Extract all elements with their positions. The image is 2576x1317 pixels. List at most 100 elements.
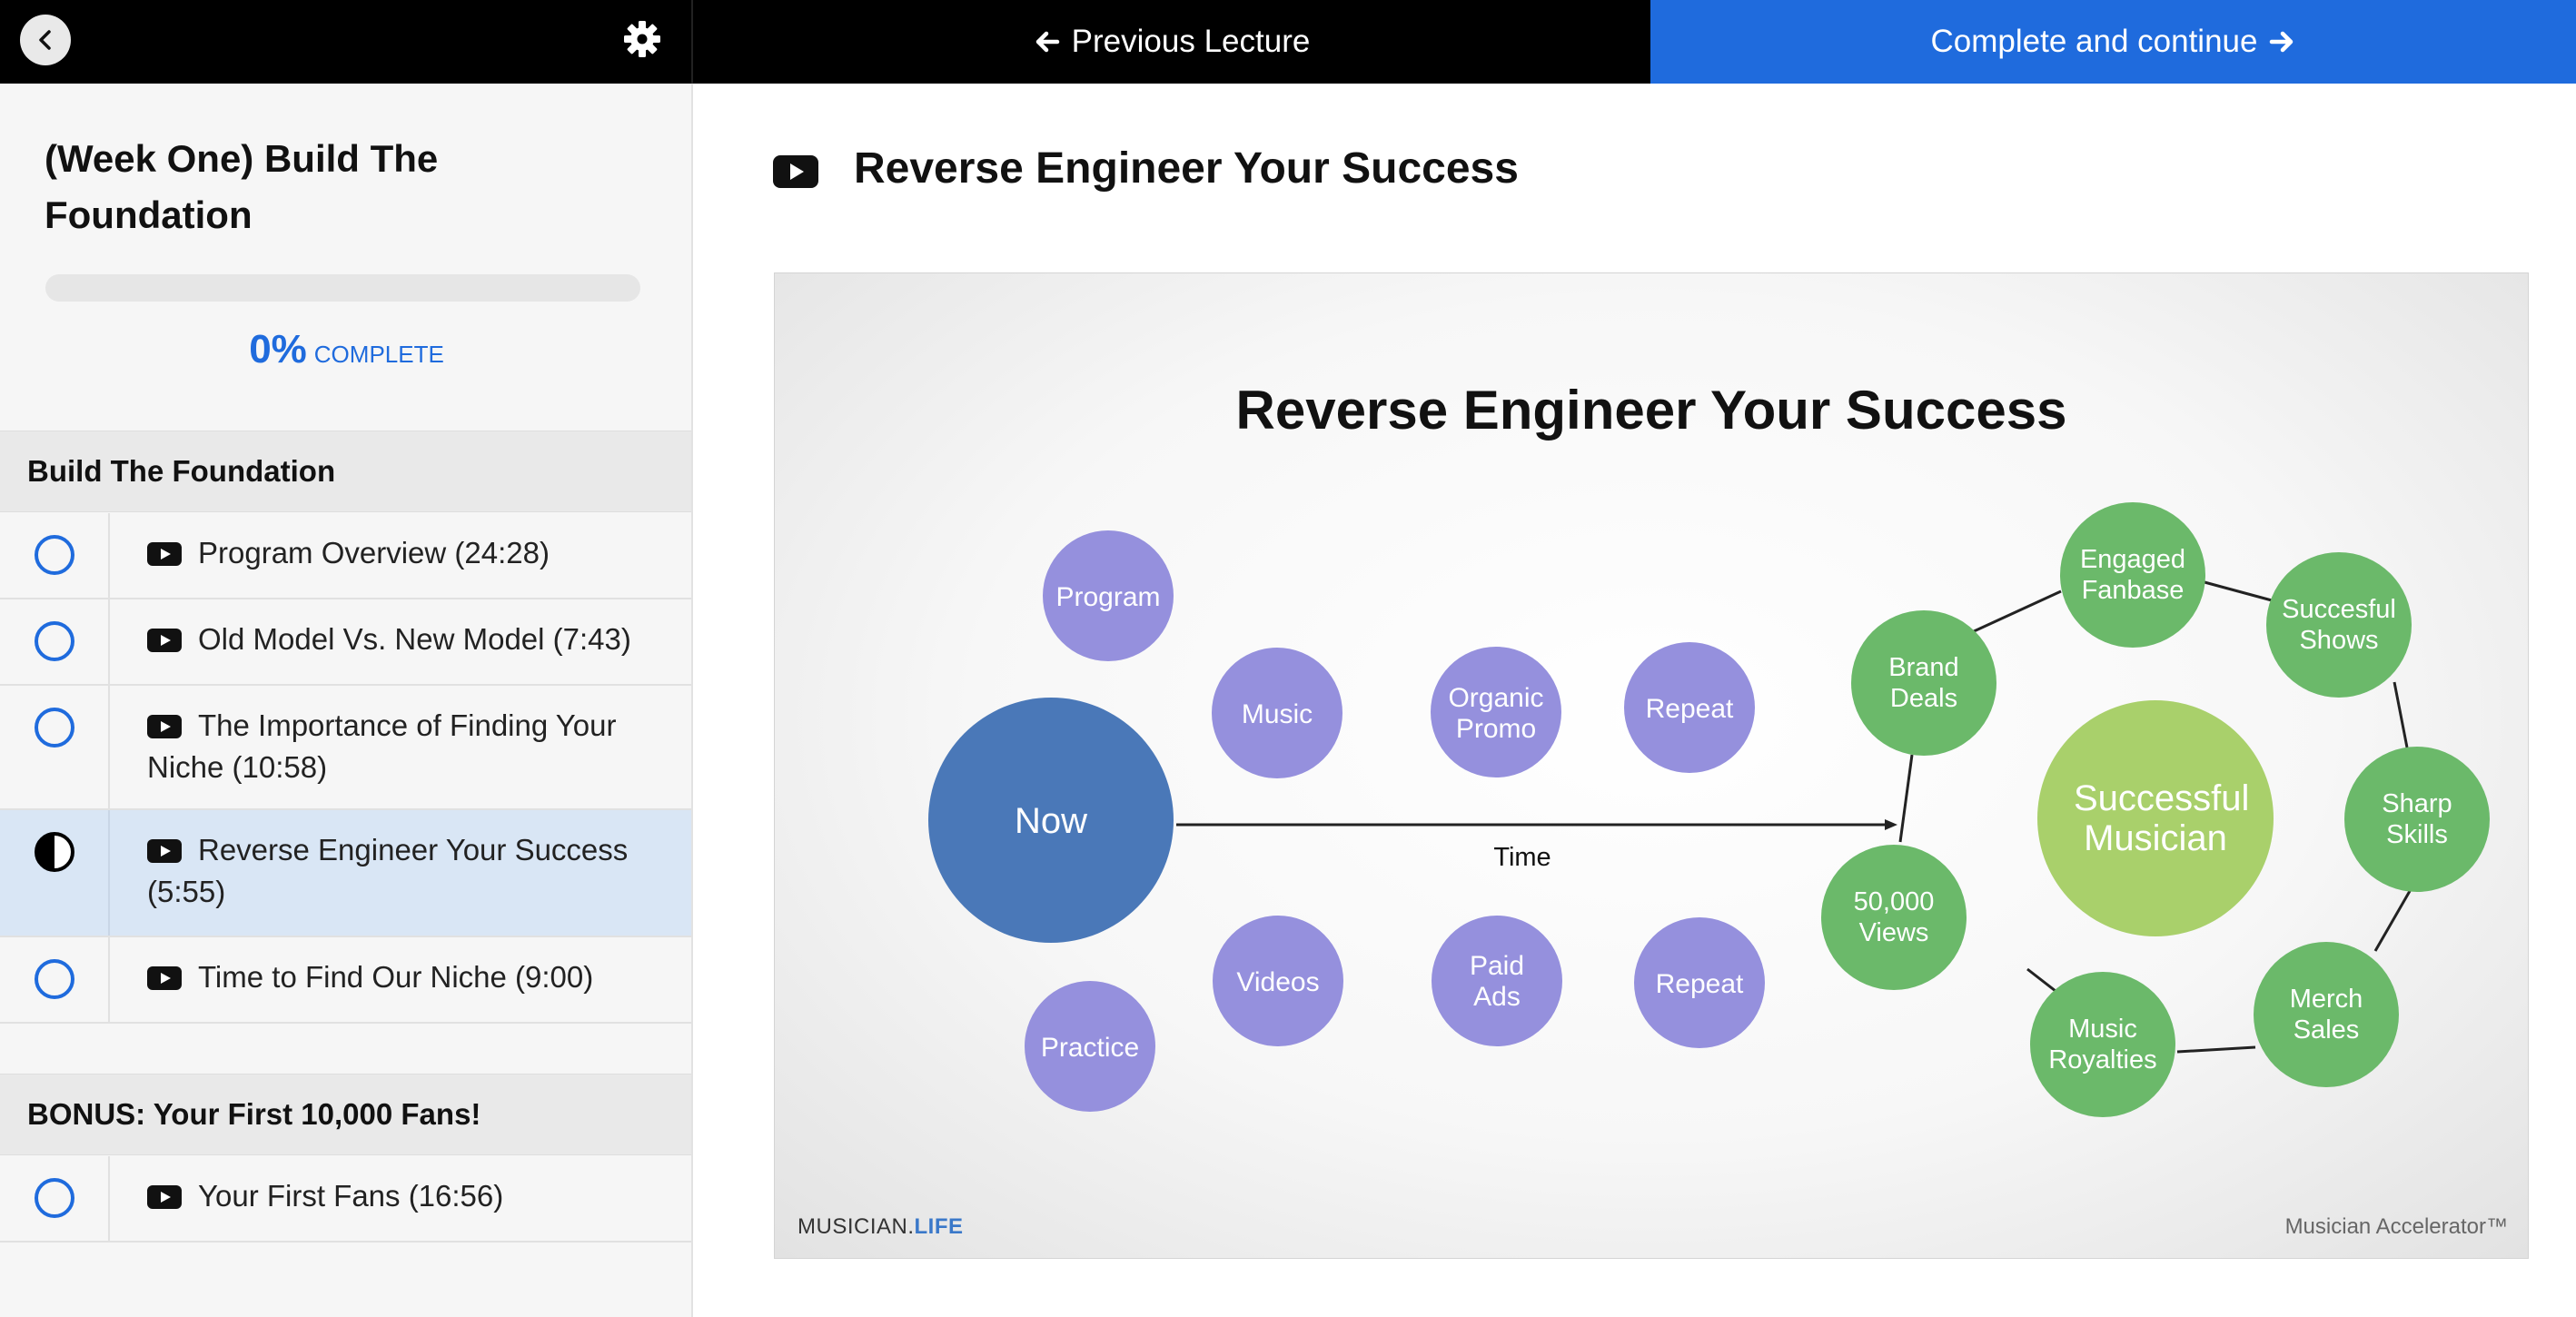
outcome-label-wrap: Succesful Shows bbox=[2282, 595, 2396, 655]
progress-text: 0%COMPLETE bbox=[0, 327, 693, 372]
lecture-label: Your First Fans (16:56) bbox=[147, 1175, 656, 1217]
activity-label-wrap: Organic Promo bbox=[1448, 683, 1544, 744]
outcome-label-wrap: Sharp Skills bbox=[2382, 789, 2452, 849]
activity-label: Paid Ads bbox=[1469, 951, 1525, 1012]
lecture-title: Old Model Vs. New Model (7:43) bbox=[198, 622, 631, 656]
lecture-title: The Importance of Finding Your Niche (10… bbox=[147, 708, 617, 784]
activity-label: Repeat bbox=[1646, 694, 1734, 724]
outcome-label: Engaged Fanbase bbox=[2079, 545, 2186, 605]
lecture-heading: Reverse Engineer Your Success bbox=[854, 144, 1519, 193]
lecture-title: Your First Fans (16:56) bbox=[198, 1179, 504, 1213]
video-icon bbox=[147, 1185, 182, 1209]
lecture-title: Time to Find Our Niche (9:00) bbox=[198, 960, 594, 994]
lecture-item-active[interactable]: Reverse Engineer Your Success (5:55) bbox=[0, 810, 691, 937]
lecture-status bbox=[0, 937, 110, 1022]
complete-and-continue-label: Complete and continue bbox=[1930, 24, 2258, 59]
course-sidebar: (Week One) Build The Foundation 0%COMPLE… bbox=[0, 84, 693, 1317]
logo-text-accent: LIFE bbox=[914, 1214, 964, 1239]
logo-text: MUSICIAN. bbox=[798, 1214, 915, 1239]
section-header: BONUS: Your First 10,000 Fans! bbox=[0, 1074, 691, 1155]
lecture-status bbox=[0, 686, 110, 808]
incomplete-circle-icon bbox=[35, 959, 74, 999]
activity-node-music bbox=[1212, 648, 1342, 778]
arrow-right-icon bbox=[2270, 31, 2294, 53]
activity-label: Repeat bbox=[1656, 969, 1744, 999]
lecture-item[interactable]: Your First Fans (16:56) bbox=[0, 1156, 691, 1243]
progress-label: COMPLETE bbox=[313, 341, 444, 368]
slide-diagram: Time Now Program Music Organic Promo Rep… bbox=[928, 502, 2490, 1117]
incomplete-circle-icon bbox=[35, 535, 74, 575]
outcome-node-brand-deals bbox=[1851, 610, 1996, 756]
lecture-label: Reverse Engineer Your Success (5:55) bbox=[147, 829, 656, 913]
outcome-label: Succesful Shows bbox=[2282, 595, 2396, 655]
activity-node-repeat-bottom bbox=[1634, 917, 1765, 1048]
lecture-item[interactable]: The Importance of Finding Your Niche (10… bbox=[0, 686, 691, 810]
outcome-node-sharp-skills bbox=[2344, 747, 2490, 892]
activity-node-repeat-top bbox=[1624, 642, 1755, 773]
successful-musician-node bbox=[2037, 700, 2274, 936]
incomplete-circle-icon bbox=[35, 708, 74, 748]
video-icon bbox=[147, 715, 182, 738]
lecture-label: Program Overview (24:28) bbox=[147, 532, 656, 574]
back-button[interactable] bbox=[20, 15, 71, 65]
outcome-nodes bbox=[1821, 502, 2490, 1117]
course-title: (Week One) Build The Foundation bbox=[45, 137, 439, 236]
section-header: Build The Foundation bbox=[0, 431, 691, 512]
lecture-title: Reverse Engineer Your Success (5:55) bbox=[147, 833, 629, 908]
lecture-status bbox=[0, 599, 110, 684]
outcome-label-wrap: 50,000 Views bbox=[1853, 887, 1935, 947]
arrow-left-icon bbox=[1035, 31, 1059, 53]
incomplete-circle-icon bbox=[35, 621, 74, 661]
activity-node-videos bbox=[1213, 916, 1343, 1046]
settings-button[interactable] bbox=[621, 18, 663, 60]
top-bar-left bbox=[0, 0, 693, 84]
outcome-node-succesful-shows bbox=[2266, 552, 2412, 698]
outcome-label: Merch Sales bbox=[2289, 985, 2363, 1045]
video-icon bbox=[147, 839, 182, 863]
lecture-item[interactable]: Old Model Vs. New Model (7:43) bbox=[0, 599, 691, 686]
musician-accelerator-mark: Musician Accelerator™ bbox=[2284, 1214, 2508, 1239]
center-label: Successful Musician bbox=[2074, 778, 2250, 858]
outcome-label: Brand Deals bbox=[1888, 653, 1959, 713]
activity-label: Organic Promo bbox=[1448, 683, 1544, 744]
outcome-label-wrap: Merch Sales bbox=[2289, 985, 2363, 1045]
center-label-wrap: Successful Musician bbox=[2074, 778, 2250, 858]
time-label: Time bbox=[1493, 843, 1551, 872]
time-arrow-head bbox=[1885, 819, 1897, 830]
previous-lecture-label: Previous Lecture bbox=[1071, 24, 1311, 59]
activity-node-organic-promo bbox=[1431, 647, 1561, 777]
gear-icon bbox=[624, 21, 660, 57]
incomplete-circle-icon bbox=[35, 1178, 74, 1218]
video-icon bbox=[147, 629, 182, 652]
lecture-label: The Importance of Finding Your Niche (10… bbox=[147, 705, 656, 788]
outcome-node-music-royalties bbox=[2030, 972, 2175, 1117]
outcome-node-engaged-fanbase bbox=[2060, 502, 2205, 648]
lecture-label: Old Model Vs. New Model (7:43) bbox=[147, 619, 656, 660]
activity-node-paid-ads bbox=[1432, 916, 1562, 1046]
now-node bbox=[928, 698, 1174, 943]
activity-label: Music bbox=[1242, 699, 1313, 729]
lecture-item[interactable]: Time to Find Our Niche (9:00) bbox=[0, 937, 691, 1024]
lecture-item[interactable]: Program Overview (24:28) bbox=[0, 513, 691, 599]
outcome-label: Music Royalties bbox=[2048, 1015, 2157, 1074]
lecture-label: Time to Find Our Niche (9:00) bbox=[147, 956, 656, 998]
outcome-label-wrap: Engaged Fanbase bbox=[2079, 545, 2186, 605]
video-icon bbox=[773, 155, 818, 188]
previous-lecture-button[interactable]: Previous Lecture bbox=[693, 0, 1650, 84]
lecture-title: Program Overview (24:28) bbox=[198, 536, 550, 569]
activity-label: Videos bbox=[1236, 967, 1319, 997]
half-complete-circle-icon bbox=[35, 832, 74, 872]
top-bar: Previous Lecture Complete and continue bbox=[0, 0, 2576, 84]
activity-label-wrap: Paid Ads bbox=[1469, 951, 1525, 1012]
activity-node-program bbox=[1043, 530, 1174, 661]
activity-nodes bbox=[1025, 530, 1765, 1112]
slide-title: Reverse Engineer Your Success bbox=[1235, 380, 2067, 441]
lecture-status bbox=[0, 1156, 110, 1241]
lecture-status bbox=[0, 513, 110, 598]
video-icon bbox=[147, 966, 182, 990]
progress-percent: 0% bbox=[249, 327, 307, 371]
outcome-label: 50,000 Views bbox=[1853, 887, 1935, 947]
complete-and-continue-button[interactable]: Complete and continue bbox=[1650, 0, 2576, 84]
lecture-slide-image[interactable]: Reverse Engineer Your Success Time Now bbox=[774, 272, 2529, 1259]
activity-node-practice bbox=[1025, 981, 1155, 1112]
